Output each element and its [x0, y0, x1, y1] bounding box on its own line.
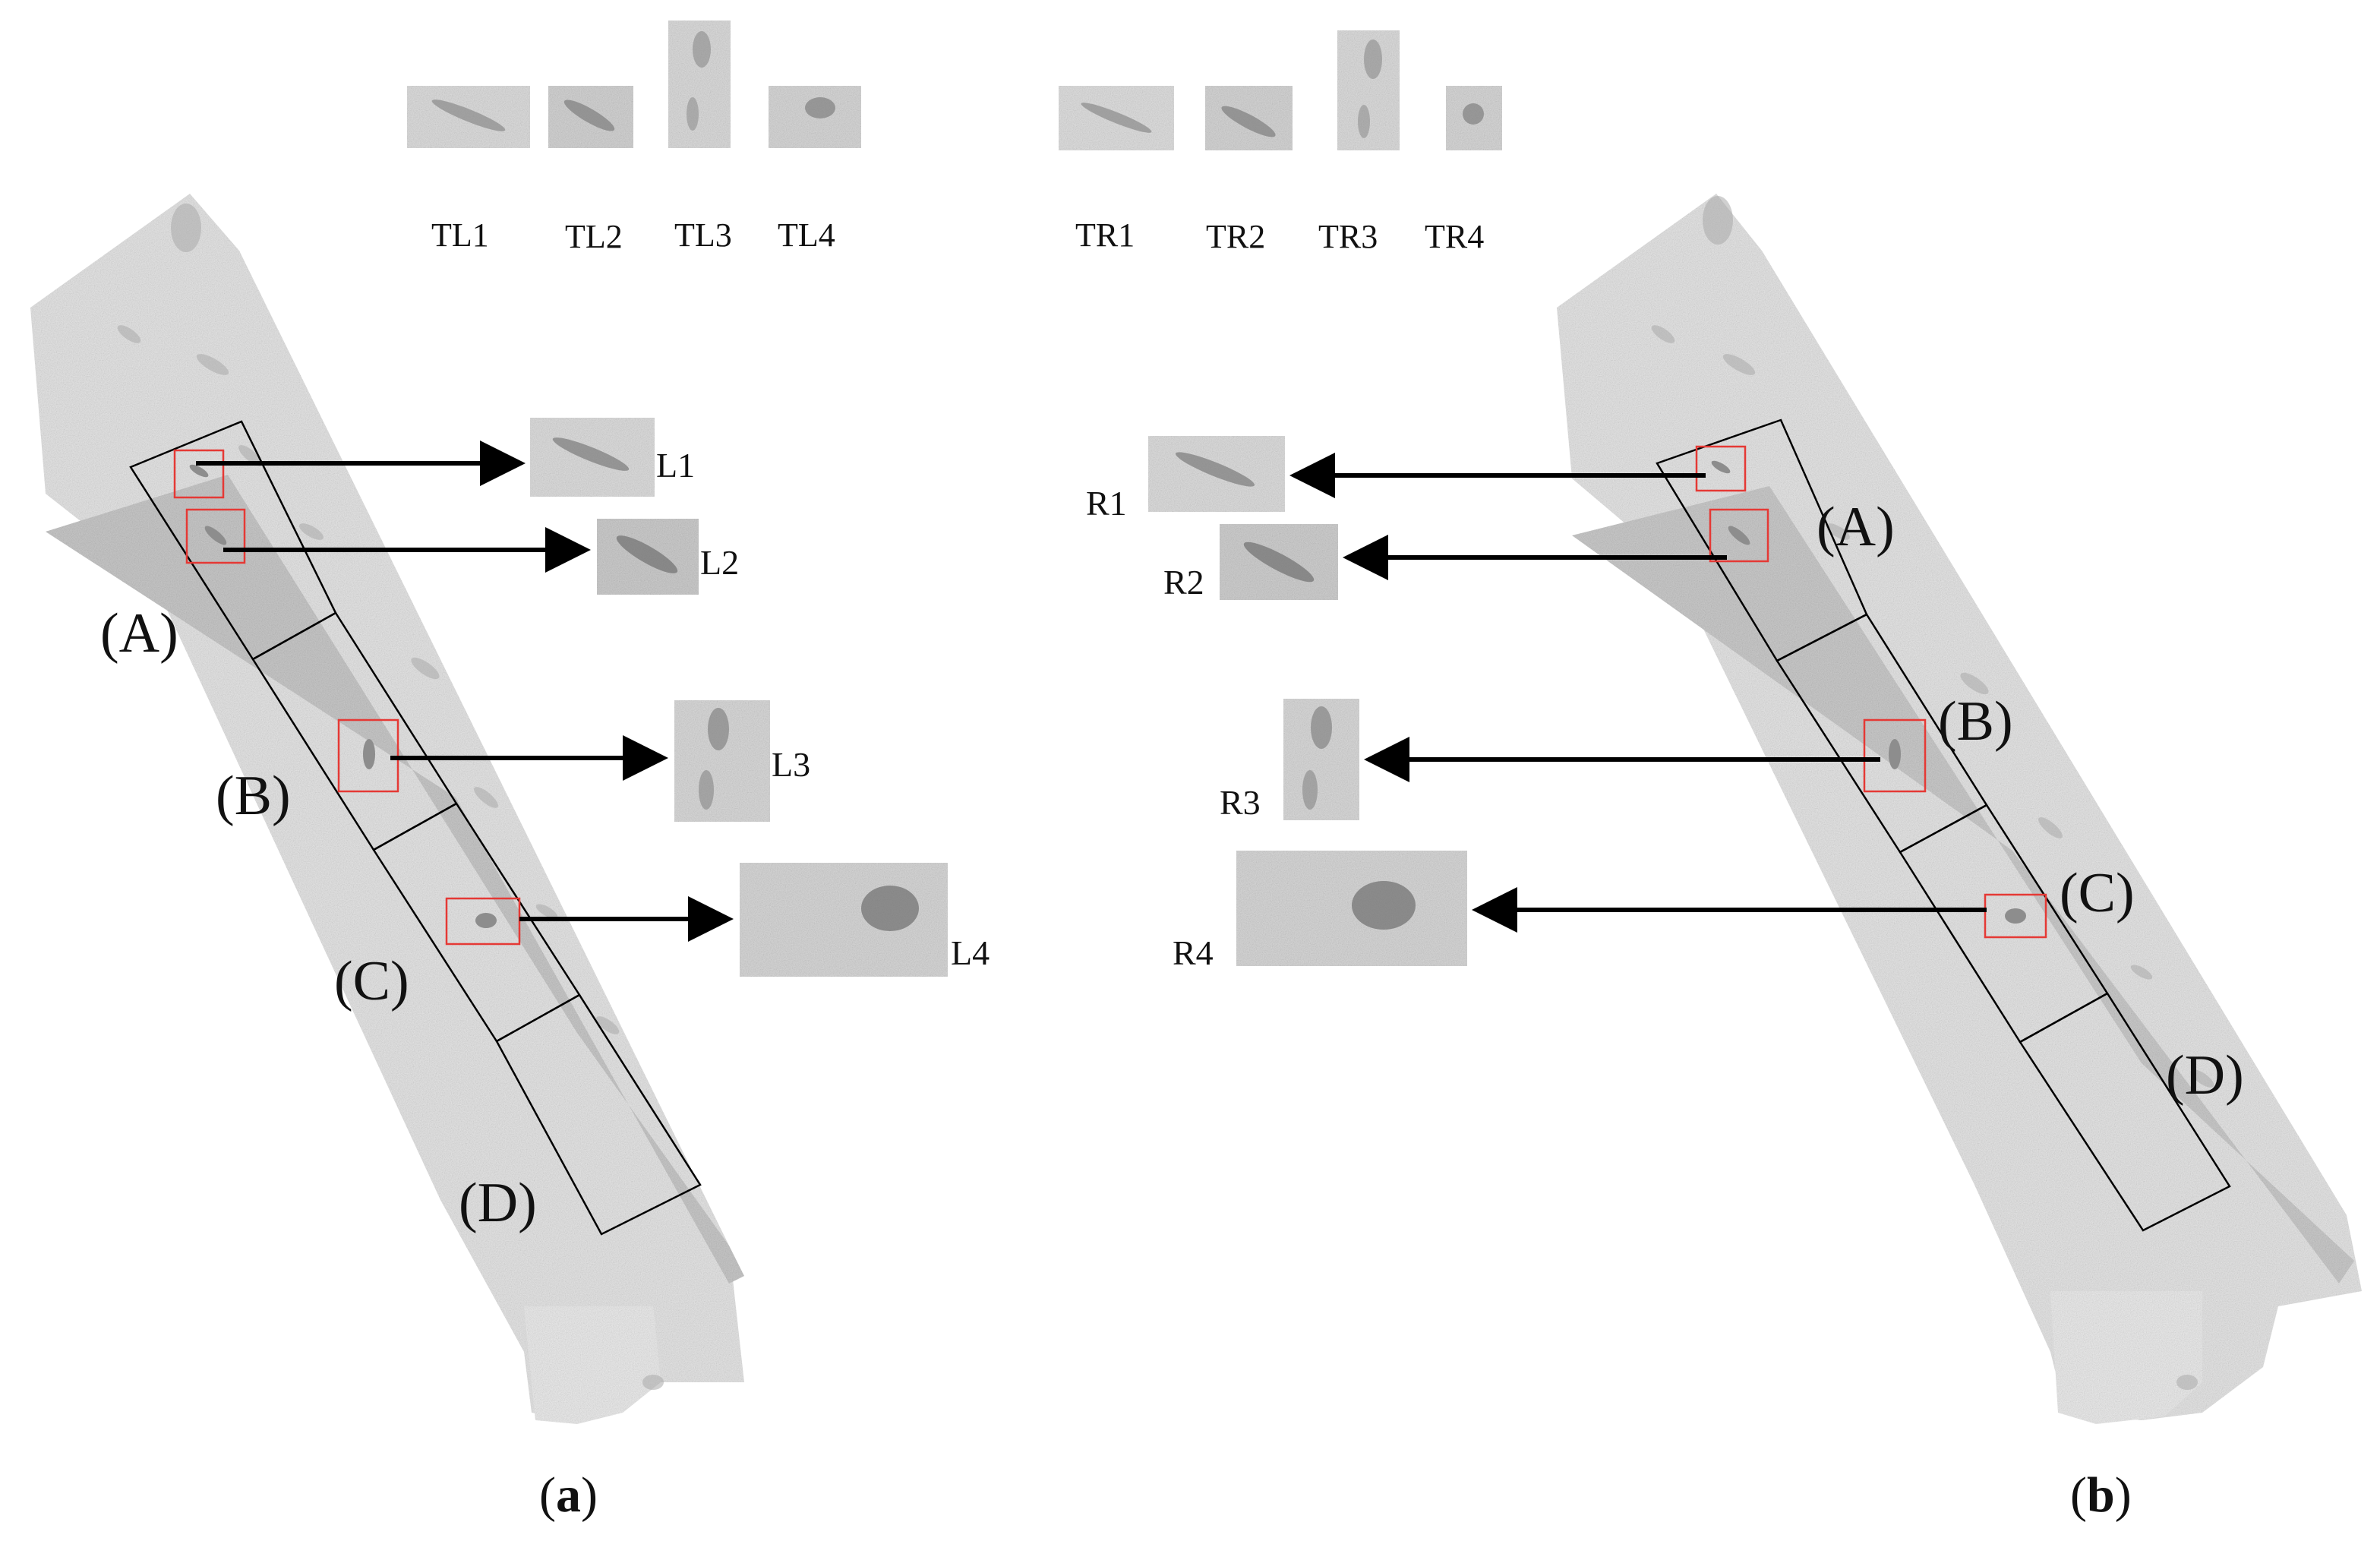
label-tr1: TR1 [1075, 216, 1135, 254]
left-zone-outlines [129, 420, 702, 1236]
caption-b: (b) [2070, 1467, 2132, 1523]
right-mosaic-strip-lower [1572, 486, 2354, 1284]
left-zone-label-d: (D) [459, 1172, 537, 1234]
label-r1: R1 [1086, 484, 1127, 523]
right-marker-2 [1709, 508, 1769, 563]
left-zone-label-a: (A) [100, 602, 178, 665]
right-sonar-mosaic [1557, 194, 2362, 1424]
left-marker-1 [173, 449, 225, 499]
label-r3: R3 [1220, 783, 1261, 822]
right-zone-outlines [1656, 418, 2231, 1232]
label-tr4: TR4 [1425, 218, 1484, 255]
left-zone-labels: (A) (B) (C) (D) [100, 602, 537, 1234]
left-mosaic-strip-lower [46, 475, 744, 1284]
right-mosaic-tail [2050, 1291, 2202, 1424]
top-right-thumbnail-images [1059, 30, 1502, 150]
right-marker-3 [1863, 718, 1927, 793]
right-callout-images [1148, 436, 1467, 966]
label-r2: R2 [1163, 563, 1204, 602]
left-callout-labels: L1 L2 L3 L4 [656, 446, 990, 972]
right-callout-labels: R1 R2 R3 R4 [1086, 484, 1261, 972]
label-l4: L4 [951, 933, 990, 972]
callout-r4-image [1236, 851, 1467, 966]
panel-captions: (a) (b) [539, 1467, 2132, 1523]
left-sonar-mosaic [30, 194, 744, 1424]
right-marker-blobs [1711, 460, 2026, 924]
top-left-thumbnail-labels: TL1 TL2 TL3 TL4 [431, 216, 835, 255]
left-zone-label-c: (C) [334, 950, 409, 1012]
label-tl3: TL3 [674, 216, 732, 254]
left-zone-d-outline [495, 993, 702, 1236]
right-seabed-features [1651, 196, 2214, 1390]
left-mosaic-tail [524, 1306, 661, 1424]
right-zone-labels: (A) (B) (C) (D) [1817, 496, 2244, 1107]
label-l3: L3 [772, 745, 810, 784]
right-zone-label-c: (C) [2060, 862, 2135, 924]
right-zone-label-a: (A) [1817, 496, 1895, 558]
right-zone-d-outline [2019, 992, 2231, 1232]
left-arrows [196, 441, 734, 942]
caption-a: (a) [539, 1467, 598, 1523]
right-arrows [1289, 453, 1987, 933]
left-zone-label-b: (B) [216, 765, 291, 827]
top-left-thumbnail-images [407, 21, 861, 148]
label-tl4: TL4 [778, 216, 835, 254]
right-target-markers [1695, 445, 2047, 939]
left-marker-blobs [189, 464, 497, 928]
top-right-thumbnail-labels: TR1 TR2 TR3 TR4 [1075, 216, 1484, 255]
label-tl1: TL1 [431, 216, 489, 254]
label-tl2: TL2 [565, 218, 623, 255]
label-r4: R4 [1173, 933, 1214, 972]
right-zone-label-d: (D) [2166, 1044, 2244, 1107]
label-l2: L2 [700, 543, 739, 582]
label-tr3: TR3 [1318, 218, 1378, 255]
right-marker-1 [1695, 445, 1747, 492]
label-tr2: TR2 [1206, 218, 1265, 255]
callout-l4-image [740, 863, 948, 977]
left-seabed-features [117, 204, 664, 1390]
left-mosaic-strip-upper [30, 194, 744, 1420]
left-marker-2 [185, 508, 246, 564]
right-zone-label-b: (B) [1938, 690, 2013, 753]
left-callout-images [530, 418, 948, 977]
label-l1: L1 [656, 446, 695, 485]
right-marker-4 [1984, 893, 2047, 939]
